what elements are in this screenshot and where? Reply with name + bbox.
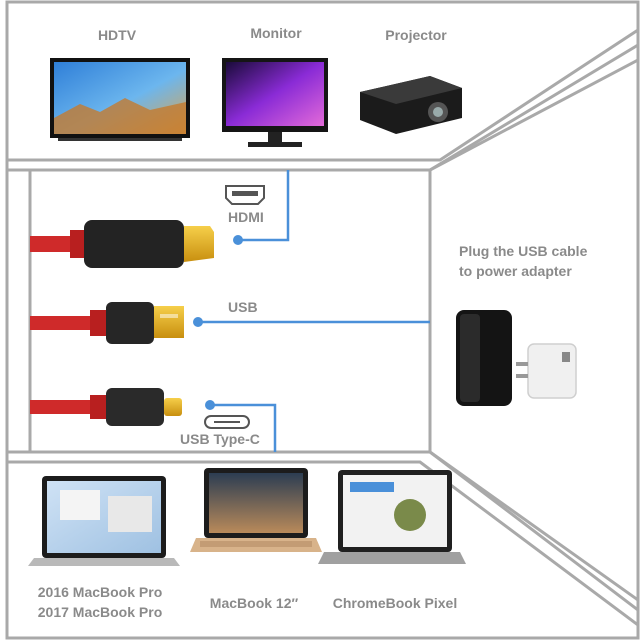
chromebook-pixel-image: [318, 470, 466, 564]
power-note-line2: to power adapter: [459, 263, 572, 279]
usb-type-c-dot: [205, 400, 215, 410]
chromebook-label: ChromeBook Pixel: [333, 595, 457, 611]
wall-adapter-image: [516, 343, 577, 399]
hdmi-port-icon: [225, 185, 265, 205]
macbook-12-image: [190, 468, 322, 552]
projector-label: Projector: [385, 27, 447, 43]
usb-type-c-cable: [30, 388, 182, 426]
usb-type-c-label: USB Type-C: [180, 431, 260, 447]
usb-c-port-icon: [204, 415, 250, 429]
hdmi-dot: [233, 235, 243, 245]
monitor-image: [222, 58, 328, 147]
usb-dot: [193, 317, 203, 327]
projector-image: [360, 76, 462, 134]
macbook-pro-label-line2: 2017 MacBook Pro: [38, 604, 163, 620]
hdtv-image: [50, 58, 190, 141]
macbook-12-label: MacBook 12″: [210, 595, 299, 611]
macbook-pro-image: [28, 476, 180, 566]
hdmi-label: HDMI: [228, 209, 264, 225]
macbook-pro-label-line1: 2016 MacBook Pro: [38, 584, 163, 600]
frame-outline: [5, 0, 640, 640]
usb-cable: [30, 302, 184, 344]
connector-lines: [198, 170, 430, 452]
hdtv-label: HDTV: [98, 27, 137, 43]
hdmi-cable: [30, 220, 214, 268]
monitor-label: Monitor: [250, 25, 302, 41]
power-bank-image: [456, 310, 512, 406]
usb-label: USB: [228, 299, 258, 315]
power-note-line1: Plug the USB cable: [459, 243, 588, 259]
